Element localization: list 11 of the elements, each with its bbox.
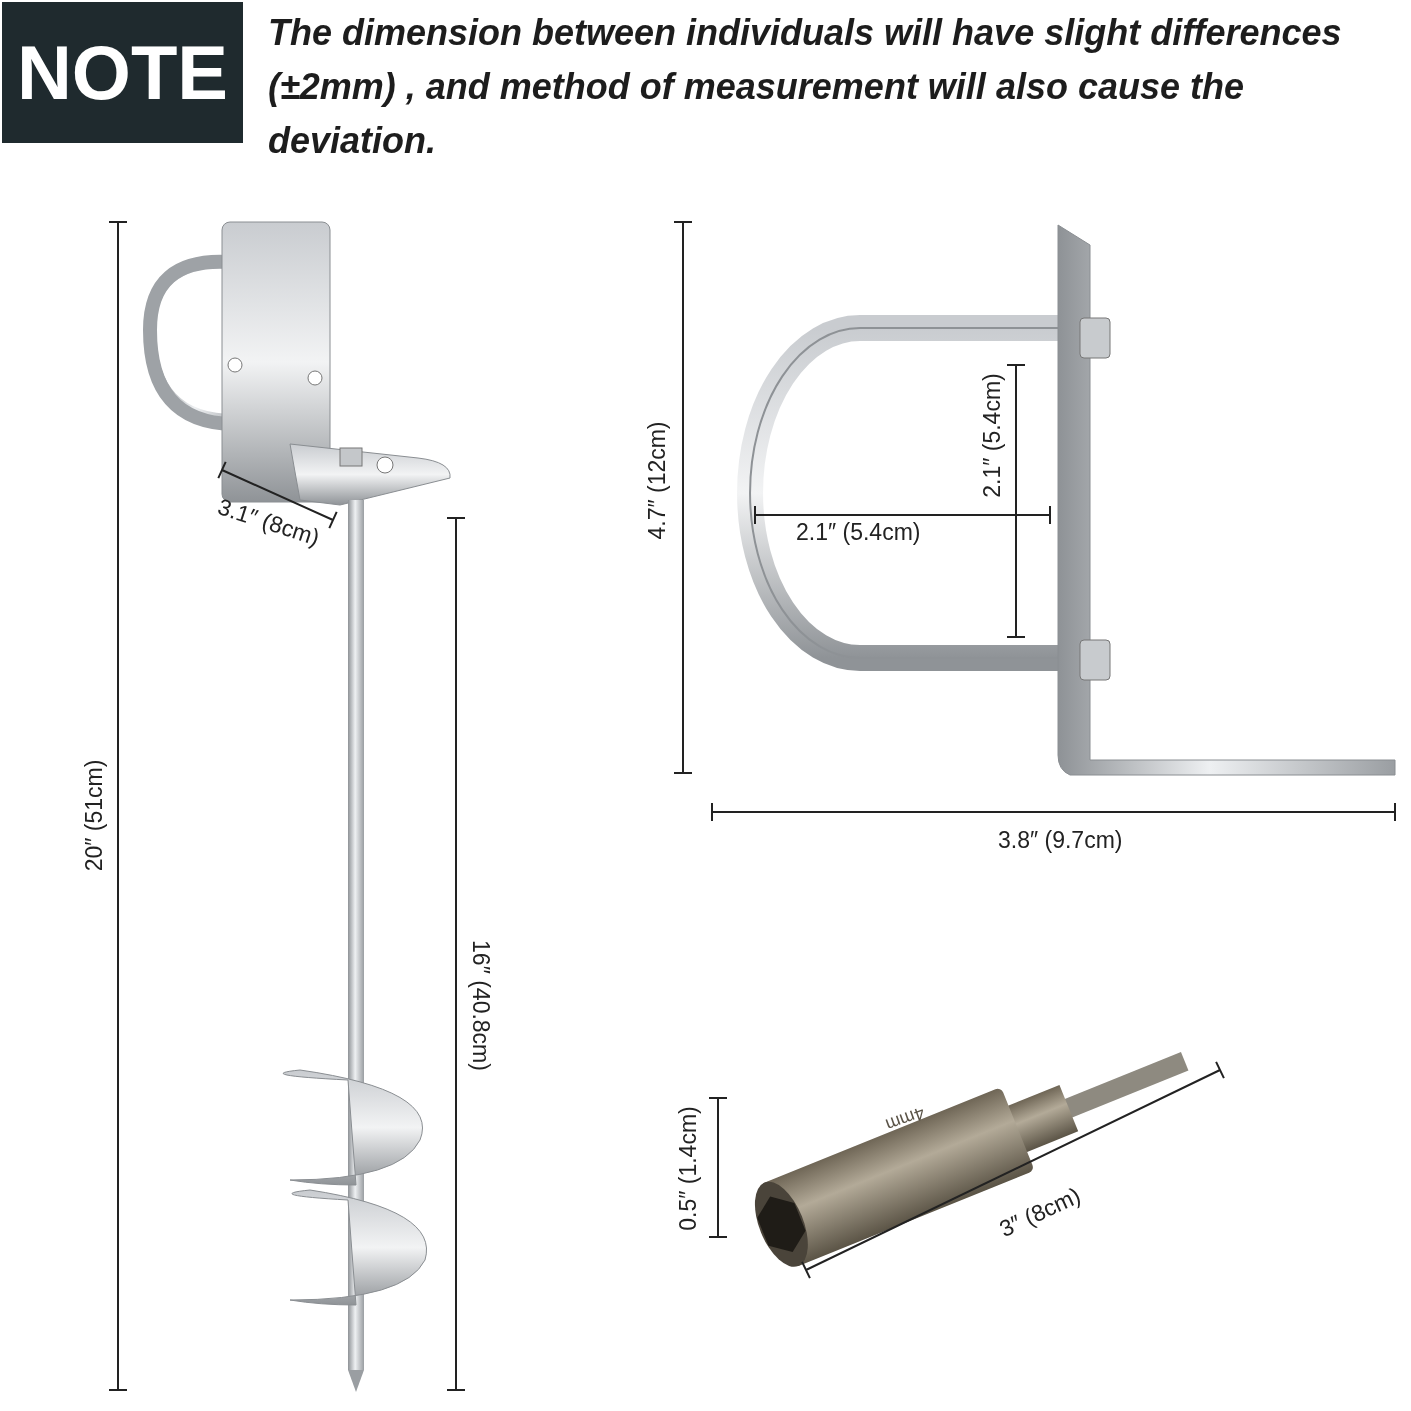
dimension-label: 3.1″ (8cm) [213,492,323,552]
dimension-label: 0.5″ (1.4cm) [674,1105,702,1231]
dimension-label: 2.1″ (5.4cm) [978,372,1006,498]
dimension-label: 20″ (51cm) [81,759,109,871]
dimension-label: 3.8″ (9.7cm) [998,826,1123,854]
note-text: The dimension between individuals will have slight differences (±2mm) , and method of measurement will also cause the deviation. [268,11,1343,163]
engraved-text: 4mm [882,1101,928,1135]
dimension-label: 16″ (40.8cm) [466,939,494,1071]
note-heading: NOTE [2,2,243,143]
dimension-label: 4.7″ (12cm) [643,420,671,540]
dimension-label: 2.1″ (5.4cm) [796,518,921,546]
